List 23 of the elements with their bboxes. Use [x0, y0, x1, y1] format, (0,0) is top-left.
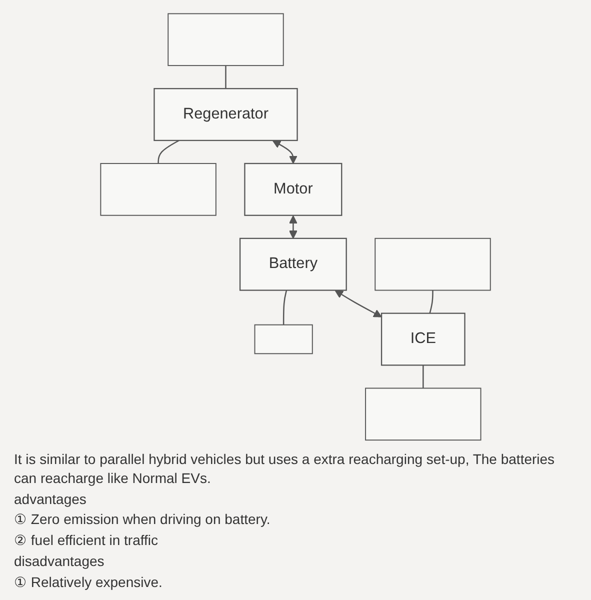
node-box: ICE — [380, 312, 466, 366]
note-text: It is similar to parallel hybrid vehicles but uses a extra reacharging set-up, The batteries can reacharge like Normal EVs. — [14, 450, 556, 488]
node-bar — [100, 163, 216, 216]
arrow — [272, 140, 298, 164]
node-bar — [365, 388, 482, 441]
connector — [225, 66, 226, 89]
connector — [422, 365, 424, 388]
node-bar — [374, 238, 491, 291]
note-text: ② fuel efficient in traffic — [14, 531, 159, 550]
connector — [429, 290, 434, 314]
node-box: Regenerator — [154, 88, 298, 142]
node-box: Motor — [244, 162, 342, 216]
node-bar — [168, 13, 284, 66]
note-text: ① Relatively expensive. — [14, 573, 164, 592]
node-plug — [254, 324, 313, 354]
note-text: ① Zero emission when driving on battery. — [14, 510, 272, 530]
connector — [282, 290, 288, 325]
connector — [158, 140, 180, 164]
arrow — [288, 215, 298, 239]
arrow — [334, 290, 382, 318]
note-text: advantages — [14, 490, 88, 508]
node-box: Battery — [239, 238, 347, 291]
note-text: disadvantages — [14, 552, 106, 572]
